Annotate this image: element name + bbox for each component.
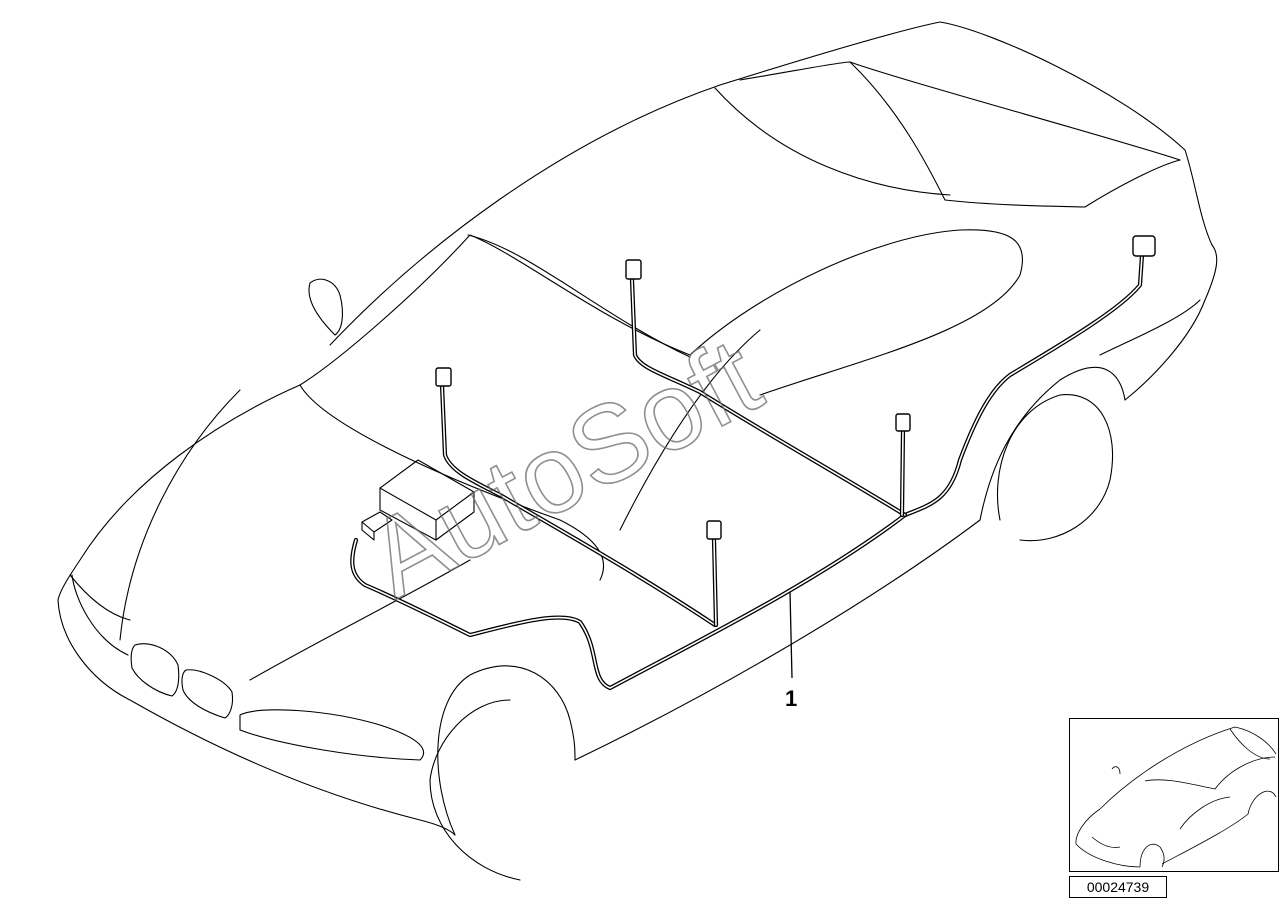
connector-mid	[706, 520, 722, 540]
connector-rear-right	[1132, 235, 1156, 257]
connector-front-left	[435, 367, 452, 387]
thumbnail-car-outline	[1075, 726, 1277, 868]
control-unit	[361, 459, 475, 541]
diagram-number: 00024739	[1069, 876, 1167, 898]
vehicle-thumbnail	[1069, 718, 1279, 872]
connector-front-right	[625, 259, 642, 280]
callout-number: 1	[785, 686, 797, 711]
car-body-outline	[57, 21, 1218, 881]
callout-1: 1	[785, 591, 797, 711]
connector-rear-center	[895, 413, 911, 432]
connectors	[435, 235, 1156, 540]
wiring-harness	[350, 252, 1145, 691]
